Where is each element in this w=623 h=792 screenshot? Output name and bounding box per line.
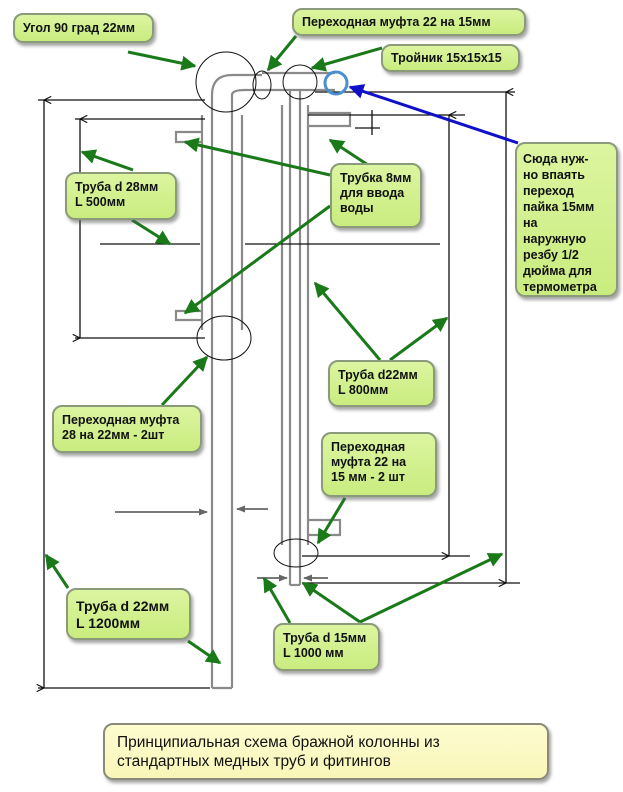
leader-pipe15-right — [359, 552, 504, 624]
leader-pipe22-800-right — [389, 316, 449, 362]
leader-thermometer — [348, 84, 519, 145]
callout-tee: Тройник 15x15x15 — [381, 44, 520, 72]
tee-highlight — [282, 64, 318, 100]
leader-pipe28-down — [131, 218, 172, 246]
leader-coupling-top — [266, 35, 298, 72]
coupling-22-15-highlight — [273, 538, 319, 568]
pipes — [174, 71, 352, 690]
leader-pipe15-left — [262, 576, 292, 624]
water-inlet-bottom-left — [174, 309, 202, 322]
callout-pipe-22-800: Труба d22мм L 800мм — [328, 360, 435, 407]
diagram-caption: Принципиальная схема бражной колонны из … — [103, 723, 549, 780]
leader-arrows — [44, 35, 519, 665]
leader-tube8-right — [328, 138, 369, 167]
diameter-arrows — [115, 505, 328, 582]
leader-coupling-22-15 — [316, 497, 347, 545]
dimension-lines — [38, 92, 520, 688]
callout-elbow: Угол 90 град 22мм — [13, 13, 154, 43]
leader-elbow — [127, 50, 197, 71]
callout-pipe-22-1200: Труба d 22мм L 1200мм — [66, 588, 191, 640]
leader-coupling-28-22 — [160, 355, 209, 407]
water-inlet-top-left — [174, 130, 202, 144]
callout-coupling-28-22: Переходная муфта 28 на 22мм - 2шт — [52, 405, 202, 453]
leader-pipe22-1200-up — [44, 553, 70, 589]
callout-coupling-22-15: Переходная муфта 22 на 15 мм - 2 шт — [321, 432, 437, 497]
leader-pipe22-1200-down — [187, 639, 222, 665]
leader-pipe28-up — [80, 149, 134, 172]
leader-tube8-left-top — [183, 137, 331, 177]
callout-pipe-15: Труба d 15мм L 1000 мм — [273, 623, 380, 671]
leader-pipe15-mid — [301, 581, 361, 624]
callout-coupling-top: Переходная муфта 22 на 15мм — [292, 8, 526, 36]
leader-tube8-left-bottom — [183, 204, 331, 315]
elbow-highlight — [195, 51, 257, 113]
water-inlet-top-right — [308, 111, 352, 128]
thermometer-port-highlight — [323, 70, 349, 96]
callout-tube-8: Трубка 8мм для ввода воды — [330, 163, 422, 228]
coupling-top-highlight — [252, 70, 272, 100]
fitting-highlights — [195, 51, 349, 568]
leader-tee — [310, 46, 383, 72]
elbow-90 — [210, 73, 262, 96]
leader-pipe22-800-left — [313, 281, 382, 361]
coupling-28-22-highlight — [196, 315, 252, 361]
callout-thermometer-note: Сюда нуж- но впаять переход пайка 15мм н… — [515, 142, 618, 297]
callout-pipe-28: Труба d 28мм L 500мм — [65, 172, 177, 220]
